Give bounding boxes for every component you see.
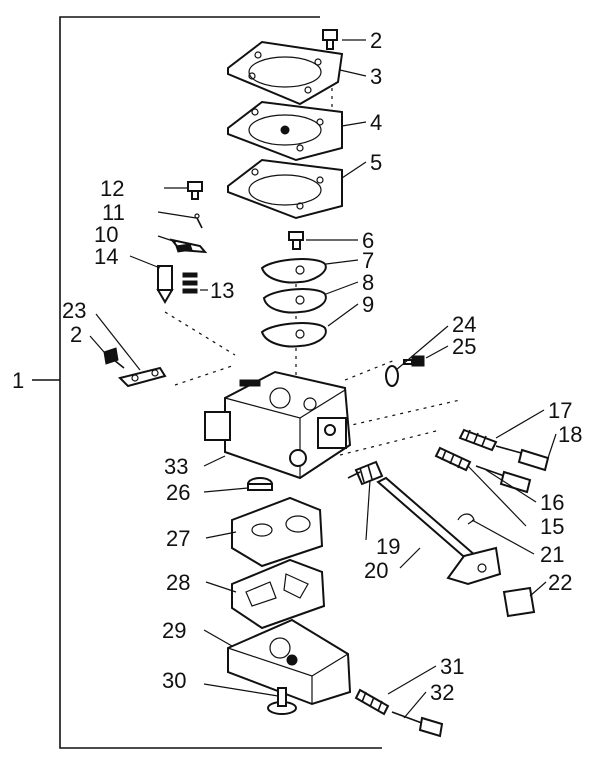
high-speed-screw-part — [495, 445, 550, 472]
assembly-bracket — [32, 16, 382, 749]
label-18: 18 — [558, 422, 582, 447]
lower-plate-part — [260, 322, 327, 348]
shaft-knob-part — [502, 586, 536, 618]
label-6: 6 — [362, 228, 374, 253]
label-14: 14 — [94, 244, 118, 269]
low-speed-screw-part — [475, 465, 532, 494]
label-7: 7 — [362, 248, 374, 273]
pin-part — [194, 213, 203, 229]
label-27: 27 — [166, 526, 190, 551]
pump-diaphragm-part — [231, 496, 324, 568]
label-30: 30 — [162, 668, 186, 693]
label-2-top: 2 — [370, 28, 382, 53]
inlet-lever-part — [169, 238, 208, 254]
label-29: 29 — [162, 618, 186, 643]
lever-screw-part — [288, 231, 304, 250]
control-plate-part — [260, 258, 327, 284]
gasket-part — [227, 158, 343, 220]
label-25: 25 — [452, 334, 476, 359]
pump-cover-part — [227, 618, 352, 706]
throttle-shaft-part — [376, 476, 502, 586]
diaphragm-part — [227, 100, 343, 162]
leader-lines — [89, 39, 557, 719]
label-19: 19 — [376, 534, 400, 559]
idle-screw-part — [391, 711, 444, 738]
label-17: 17 — [548, 398, 572, 423]
label-16: 16 — [540, 490, 564, 515]
label-3: 3 — [370, 64, 382, 89]
small-screw-part — [187, 181, 203, 200]
label-15: 15 — [540, 514, 564, 539]
bracket-screw-part — [103, 347, 125, 369]
label-4: 4 — [370, 110, 382, 135]
label-31: 31 — [440, 654, 464, 679]
low-speed-spring-part — [434, 446, 472, 472]
plug-part — [247, 477, 273, 491]
label-5: 5 — [370, 150, 382, 175]
pump-screw-part — [267, 687, 297, 715]
part-labels: 1 2 3 4 5 6 7 8 9 10 11 12 13 14 15 16 1… — [12, 28, 582, 705]
shaft-spring-part — [347, 460, 384, 486]
label-2-left: 2 — [70, 322, 82, 347]
label-12: 12 — [100, 176, 124, 201]
high-speed-spring-part — [458, 428, 498, 452]
valve-plate-part — [262, 288, 327, 314]
spring-part — [182, 272, 198, 294]
label-9: 9 — [362, 292, 374, 317]
label-23: 23 — [62, 298, 86, 323]
pump-gasket-part — [231, 558, 326, 630]
cover-screw-part — [322, 29, 338, 50]
cover-plate-part — [227, 40, 344, 106]
label-11: 11 — [102, 200, 125, 225]
needle-valve-part — [156, 265, 174, 304]
label-26: 26 — [166, 480, 190, 505]
throttle-bracket-part — [118, 366, 167, 388]
label-13: 13 — [210, 278, 234, 303]
label-8: 8 — [362, 270, 374, 295]
label-32: 32 — [430, 680, 454, 705]
label-20: 20 — [364, 558, 388, 583]
label-33: 33 — [164, 454, 188, 479]
label-1: 1 — [12, 368, 24, 393]
label-10: 10 — [94, 222, 118, 247]
label-22: 22 — [548, 570, 572, 595]
throttle-disc-part — [385, 365, 399, 387]
carburetor-body-part — [204, 370, 352, 480]
idle-spring-part — [354, 688, 390, 716]
label-24: 24 — [452, 312, 476, 337]
label-21: 21 — [540, 542, 564, 567]
clip-part — [457, 513, 475, 525]
label-28: 28 — [166, 570, 190, 595]
